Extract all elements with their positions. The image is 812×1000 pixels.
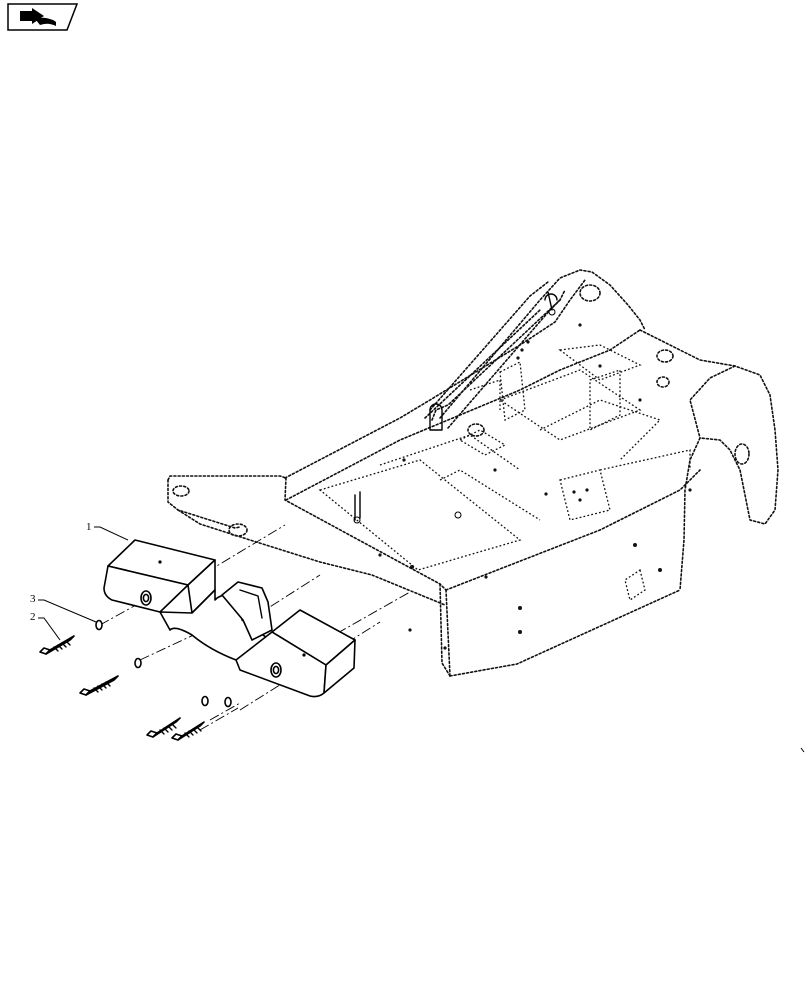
bolt <box>146 717 181 738</box>
washer <box>224 696 232 708</box>
drawing-mark <box>800 747 805 753</box>
frame-holes <box>378 323 692 650</box>
mounting-studs <box>353 291 558 524</box>
bolt <box>171 721 205 741</box>
bolts <box>39 635 205 741</box>
callout-number: 3 <box>30 593 36 605</box>
washer <box>201 695 209 707</box>
callout-3: 3 <box>30 593 97 623</box>
arrow-to-book-icon <box>20 8 56 26</box>
washer <box>95 619 103 631</box>
nav-badge-button[interactable] <box>7 3 79 31</box>
bolt <box>79 675 119 696</box>
washer <box>134 657 142 669</box>
washers <box>95 619 232 708</box>
bolt <box>39 635 75 655</box>
callout-1: 1 <box>86 521 129 541</box>
callout-2: 2 <box>30 611 61 641</box>
counterweight-part <box>103 539 356 698</box>
callout-number: 1 <box>86 521 92 533</box>
machine-frame-phantom <box>167 269 779 677</box>
callout-number: 2 <box>30 611 36 623</box>
